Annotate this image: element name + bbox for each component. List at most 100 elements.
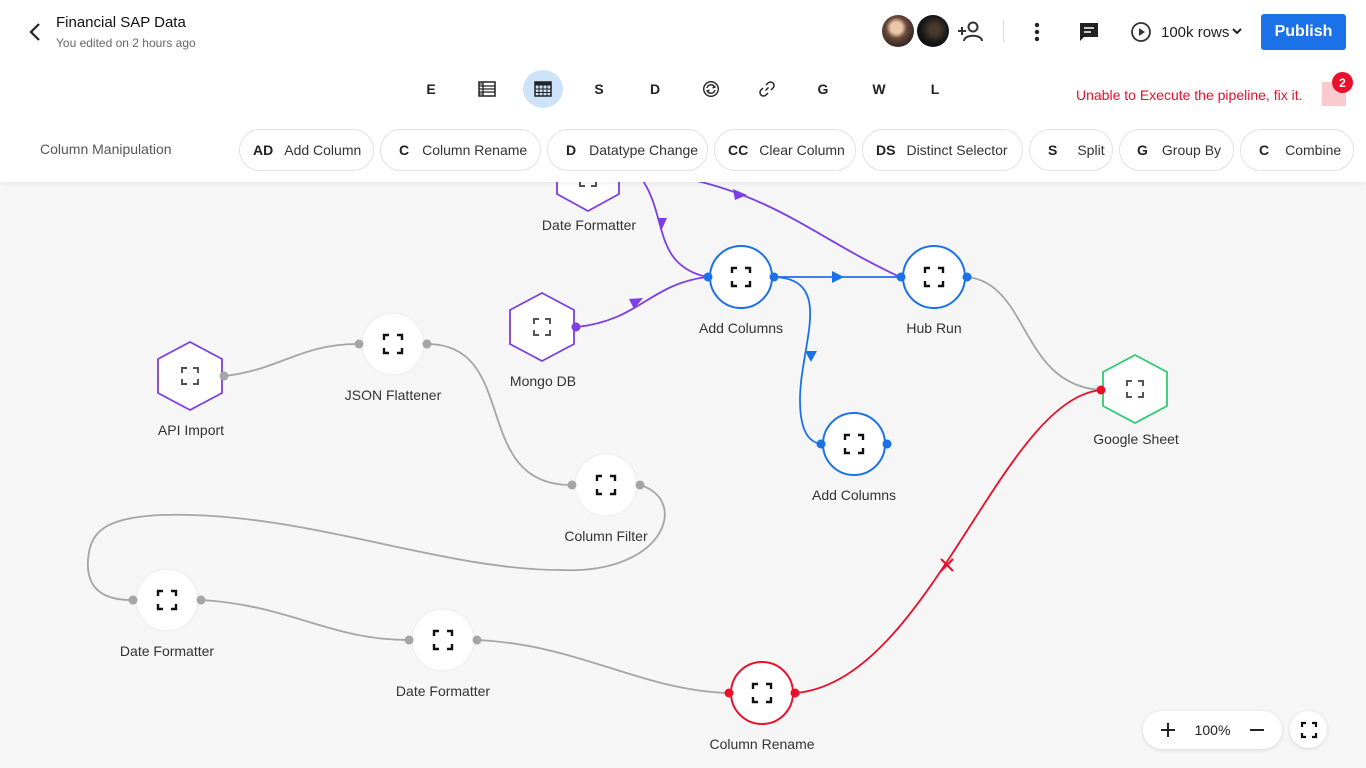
node-label-column-rename: Column Rename [709,736,815,752]
error-count-badge: 2 [1332,72,1353,93]
divider [1003,20,1004,42]
pipeline-error-message: Unable to Execute the pipeline, fix it. [1076,87,1303,103]
edge-date-formatter-top-add-columns-1[interactable] [640,177,708,278]
more-options-button[interactable] [1027,18,1047,46]
tool-e[interactable]: E [426,81,436,97]
chip-abbr: C [399,142,410,158]
output-port[interactable] [769,272,779,282]
edge-hub-run-google-sheet[interactable] [967,276,1102,391]
node-date-formatter-2[interactable] [404,608,482,672]
zoom-in-button[interactable] [1143,711,1193,749]
node-hub-run[interactable] [896,245,972,309]
zoom-level: 100% [1194,722,1231,738]
output-port[interactable] [196,595,206,605]
input-port[interactable] [724,688,734,698]
output-port[interactable] [962,272,972,282]
output-port[interactable] [571,322,581,332]
node-label-date-formatter-2: Date Formatter [395,683,491,699]
output-port[interactable] [219,371,229,381]
node-column-rename[interactable] [724,661,800,725]
input-port[interactable] [896,272,906,282]
node-label-date-formatter-1: Date Formatter [119,643,215,659]
chip-column-rename[interactable]: C Column Rename [380,129,541,171]
back-button[interactable] [24,20,48,44]
node-date-formatter-1[interactable] [128,568,206,632]
edge-date-formatter-2-column-rename[interactable] [477,639,729,694]
link-icon [759,81,775,97]
fit-view-button[interactable] [1290,711,1327,748]
edge-date-formatter-1-date-formatter-2[interactable] [200,599,409,641]
edge-mongo-db-add-columns-1[interactable] [576,276,708,328]
avatar[interactable] [917,15,949,47]
chip-split[interactable]: S Split [1029,129,1113,171]
comments-button[interactable] [1076,19,1102,45]
edge-add-columns-1-add-columns-2[interactable] [774,276,822,445]
tool-link[interactable] [747,70,787,108]
broken-link-icon[interactable] [940,558,954,572]
node-google-sheet[interactable] [1096,353,1168,425]
tool-l[interactable]: L [930,81,940,97]
tool-table[interactable] [467,70,507,108]
node-label-column-filter: Column Filter [564,528,648,544]
node-column-filter[interactable] [567,453,645,517]
chip-distinct-selector[interactable]: DS Distinct Selector [862,129,1023,171]
node-label-add-columns-1: Add Columns [698,320,784,336]
input-port[interactable] [354,339,364,349]
publish-button[interactable]: Publish [1261,14,1346,50]
tool-w[interactable]: W [872,81,886,97]
person-add-icon [958,21,983,42]
calendar-grid-icon [534,81,552,97]
add-user-button[interactable] [956,18,986,46]
edge-column-filter-date-formatter-1[interactable] [87,484,666,601]
row-limit-label: 100k rows [1161,23,1230,41]
output-port[interactable] [472,635,482,645]
arrow-head [657,218,667,229]
tool-d[interactable]: D [649,81,661,97]
tool-sync[interactable] [691,70,731,108]
chip-abbr: D [566,142,577,158]
node-label-json-flattener: JSON Flattener [344,387,442,403]
tool-g[interactable]: G [817,81,829,97]
chip-group-by[interactable]: G Group By [1119,129,1234,171]
chip-abbr: DS [876,142,896,158]
node-mongo-db[interactable] [509,291,581,363]
avatar[interactable] [882,15,914,47]
edge-date-formatter-top-hub-run[interactable] [692,179,901,278]
tool-calendar[interactable] [523,70,563,108]
output-port[interactable] [882,439,892,449]
tool-s[interactable]: S [594,81,604,97]
zoom-out-button[interactable] [1232,711,1282,749]
chip-abbr: C [1259,142,1270,158]
node-label-google-sheet: Google Sheet [1093,431,1179,447]
edge-json-flattener-column-filter[interactable] [427,343,572,486]
play-circle-icon [1131,22,1151,42]
input-port[interactable] [567,480,577,490]
chip-add-column[interactable]: AD Add Column [239,129,374,171]
chevron-down-icon [1232,28,1243,35]
chip-label: Add Column [284,142,362,158]
output-port[interactable] [422,339,432,349]
section-title: Column Manipulation [40,141,172,157]
chip-combine[interactable]: C Combine [1240,129,1354,171]
edge-column-rename-google-sheet[interactable] [795,389,1102,694]
chip-abbr: CC [728,142,749,158]
chip-datatype-change[interactable]: D Datatype Change [547,129,708,171]
node-add-columns-2[interactable] [816,412,892,476]
chip-label: Clear Column [759,142,845,158]
node-add-columns-1[interactable] [703,245,779,309]
edge-api-import-json-flattener[interactable] [223,343,359,377]
chip-label: Datatype Change [589,142,699,158]
input-port[interactable] [1096,385,1106,395]
chip-clear-column[interactable]: CC Clear Column [714,129,856,171]
input-port[interactable] [816,439,826,449]
row-limit-dropdown[interactable]: 100k rows [1130,20,1243,44]
input-port[interactable] [128,595,138,605]
output-port[interactable] [635,480,645,490]
input-port[interactable] [404,635,414,645]
node-json-flattener[interactable] [354,312,432,376]
node-api-import[interactable] [157,340,229,412]
output-port[interactable] [790,688,800,698]
input-port[interactable] [703,272,713,282]
arrow-head [805,351,817,362]
